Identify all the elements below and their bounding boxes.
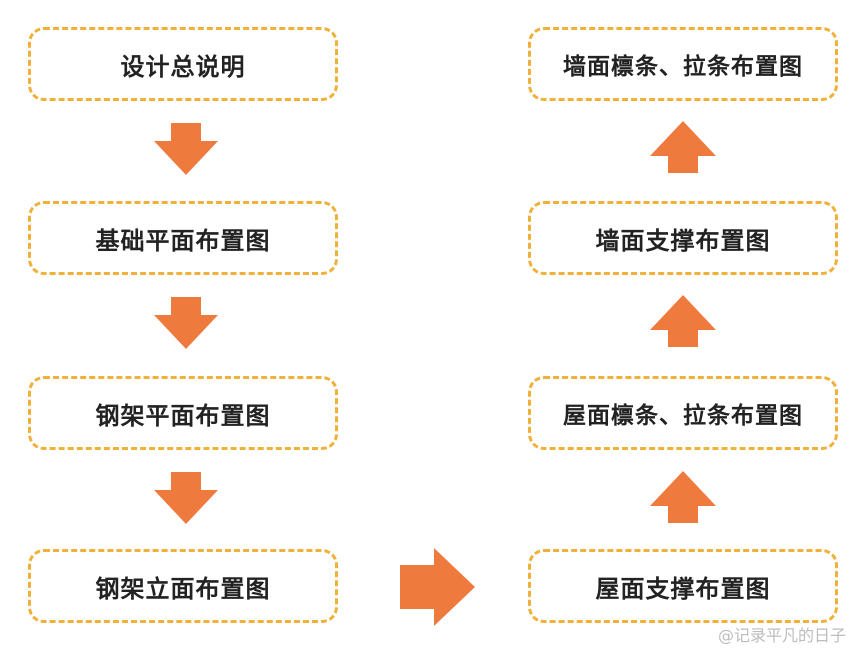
watermark: @记录平凡的日子 (717, 626, 846, 645)
node-wall-purlin-plan: 墙面檩条、拉条布置图 (528, 27, 838, 101)
up-arrow-icon (650, 471, 716, 523)
node-label: 屋面檩条、拉条布置图 (563, 403, 803, 429)
node-frame-plan: 钢架平面布置图 (28, 376, 338, 450)
down-arrow-icon (154, 123, 218, 175)
up-arrow-icon (650, 295, 716, 347)
up-arrow-icon (650, 121, 716, 173)
node-foundation-plan: 基础平面布置图 (28, 201, 338, 275)
node-label: 墙面支撑布置图 (595, 226, 771, 255)
node-wall-bracing-plan: 墙面支撑布置图 (528, 201, 838, 275)
node-label: 墙面檩条、拉条布置图 (563, 54, 803, 80)
node-roof-bracing-plan: 屋面支撑布置图 (528, 549, 838, 623)
node-label: 设计总说明 (120, 52, 246, 81)
right-arrow-icon (400, 548, 475, 626)
node-design-notes: 设计总说明 (28, 27, 338, 101)
node-roof-purlin-plan: 屋面檩条、拉条布置图 (528, 376, 838, 450)
down-arrow-icon (154, 297, 218, 349)
node-frame-elevation: 钢架立面布置图 (28, 549, 338, 623)
node-label: 钢架平面布置图 (95, 401, 271, 430)
down-arrow-icon (154, 472, 218, 524)
node-label: 基础平面布置图 (95, 226, 271, 255)
node-label: 屋面支撑布置图 (595, 574, 771, 603)
node-label: 钢架立面布置图 (95, 574, 271, 603)
